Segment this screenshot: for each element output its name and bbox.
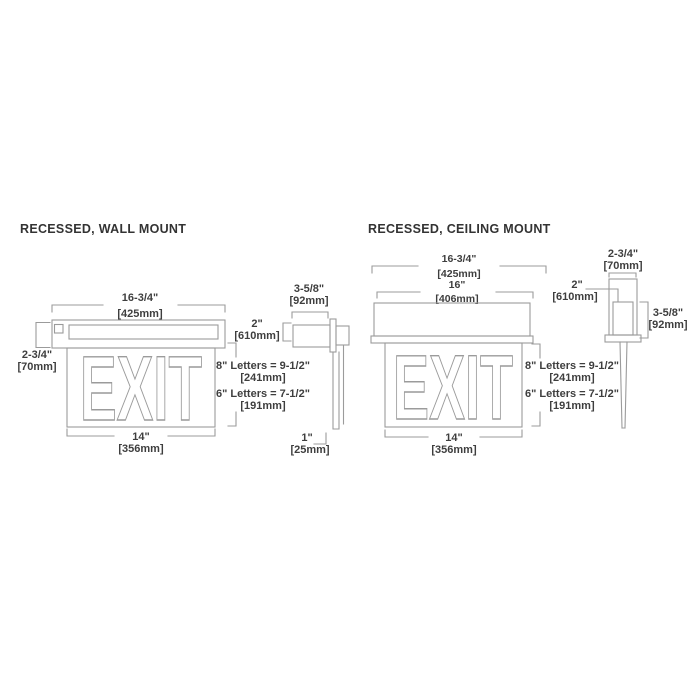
wall-front-view: EXIT: [51, 319, 226, 441]
dim-width-in: 16-3/4": [122, 292, 158, 304]
dim-leader: [313, 432, 327, 445]
ceiling-housing: [373, 302, 531, 337]
ceiling-side-view: 2-3/4" [70mm] 2" [610mm] 3-5/8" [92mm]: [552, 248, 688, 429]
letters8-note: 8" Letters = 9-1/2": [525, 360, 619, 372]
ceiling-dim-width: 16-3/4" [425mm] 16" [406mm]: [371, 253, 547, 305]
letters8-mm: [241mm]: [549, 372, 595, 384]
side-thickness-in: 1": [301, 432, 312, 444]
side-thickness-mm: [25mm]: [290, 444, 329, 456]
side-recess-in: 2": [571, 279, 582, 291]
side-depth-mm: [92mm]: [648, 319, 687, 331]
wall-mount-title: RECESSED, WALL MOUNT: [20, 222, 186, 236]
wall-housing-latch: [53, 323, 64, 334]
dim-bracket: [639, 301, 649, 339]
side-blade: [332, 345, 345, 430]
side-depth-in: 3-5/8": [653, 307, 683, 319]
dim-line: [66, 428, 216, 437]
dim-bracket: [227, 342, 237, 427]
side-height-mm: [610mm]: [234, 330, 280, 342]
side-backbox: [335, 325, 350, 346]
wall-housing-trim: [68, 324, 219, 340]
side-housing: [292, 324, 331, 348]
wall-side-view: 3-5/8" [92mm] 2" [610mm] 1" [25mm]: [234, 283, 350, 456]
letters8-note: 8" Letters = 9-1/2": [216, 360, 310, 372]
letters6-mm: [191mm]: [549, 400, 595, 412]
dim-width-in: 16-3/4": [442, 253, 477, 265]
ceiling-letter-dims: 8" Letters = 9-1/2" [241mm] 6" Letters =…: [525, 343, 619, 427]
side-channel: [612, 301, 634, 336]
wall-exit-letters: EXIT: [80, 338, 202, 440]
dim-line: [608, 272, 637, 278]
letters8-mm: [241mm]: [240, 372, 286, 384]
dim-line: [384, 429, 523, 438]
ceiling-exit-panel: [384, 342, 523, 428]
dim-inner-mm: [406mm]: [435, 293, 478, 305]
dim-line: [371, 265, 547, 274]
dim-face-in: 14": [132, 431, 149, 443]
dim-line: [51, 304, 226, 313]
letters6-mm: [191mm]: [240, 400, 286, 412]
ceiling-dim-face: 14" [356mm]: [384, 429, 523, 456]
ceiling-mount-title: RECESSED, CEILING MOUNT: [368, 222, 551, 236]
dim-bracket: [531, 343, 541, 427]
dim-height-in: 2-3/4": [22, 349, 52, 361]
side-blade: [619, 341, 628, 429]
side-depth-in: 3-5/8": [294, 283, 324, 295]
dim-face-in: 14": [445, 432, 462, 444]
wall-exit-panel: [66, 347, 216, 428]
wall-dim-width: 16-3/4" [425mm]: [51, 292, 226, 320]
dim-leader: [585, 288, 619, 303]
ceiling-mount-diagram: RECESSED, CEILING MOUNT 16-3/4" [425mm] …: [368, 222, 688, 456]
dim-line-inner: [376, 291, 534, 299]
side-width-mm: [70mm]: [603, 260, 642, 272]
dim-width-mm: [425mm]: [117, 308, 163, 320]
dim-inner-in: 16": [449, 279, 466, 291]
wall-letter-dims: 8" Letters = 9-1/2" [241mm] 6" Letters =…: [216, 342, 310, 427]
dim-face-mm: [356mm]: [118, 443, 164, 455]
dim-line: [291, 311, 329, 319]
side-height-in: 2": [251, 318, 262, 330]
ceiling-front-view: EXIT: [370, 302, 534, 440]
dim-face-mm: [356mm]: [431, 444, 477, 456]
side-trim-plate: [604, 334, 642, 343]
wall-mount-diagram: RECESSED, WALL MOUNT EXIT 16-3/4" [425mm…: [17, 222, 350, 456]
side-flange: [329, 318, 337, 353]
letters6-note: 6" Letters = 7-1/2": [216, 388, 310, 400]
wall-dim-height: 2-3/4" [70mm]: [17, 321, 57, 373]
side-recess-mm: [610mm]: [552, 291, 598, 303]
dim-width-mm: [425mm]: [437, 268, 480, 280]
dim-height-mm: [70mm]: [17, 361, 56, 373]
ceiling-exit-letters: EXIT: [393, 337, 513, 439]
letters6-note: 6" Letters = 7-1/2": [525, 388, 619, 400]
dim-bracket: [282, 322, 292, 342]
dim-line: [35, 321, 51, 349]
side-width-in: 2-3/4": [608, 248, 638, 260]
wall-dim-face: 14" [356mm]: [66, 428, 216, 455]
side-depth-mm: [92mm]: [289, 295, 328, 307]
